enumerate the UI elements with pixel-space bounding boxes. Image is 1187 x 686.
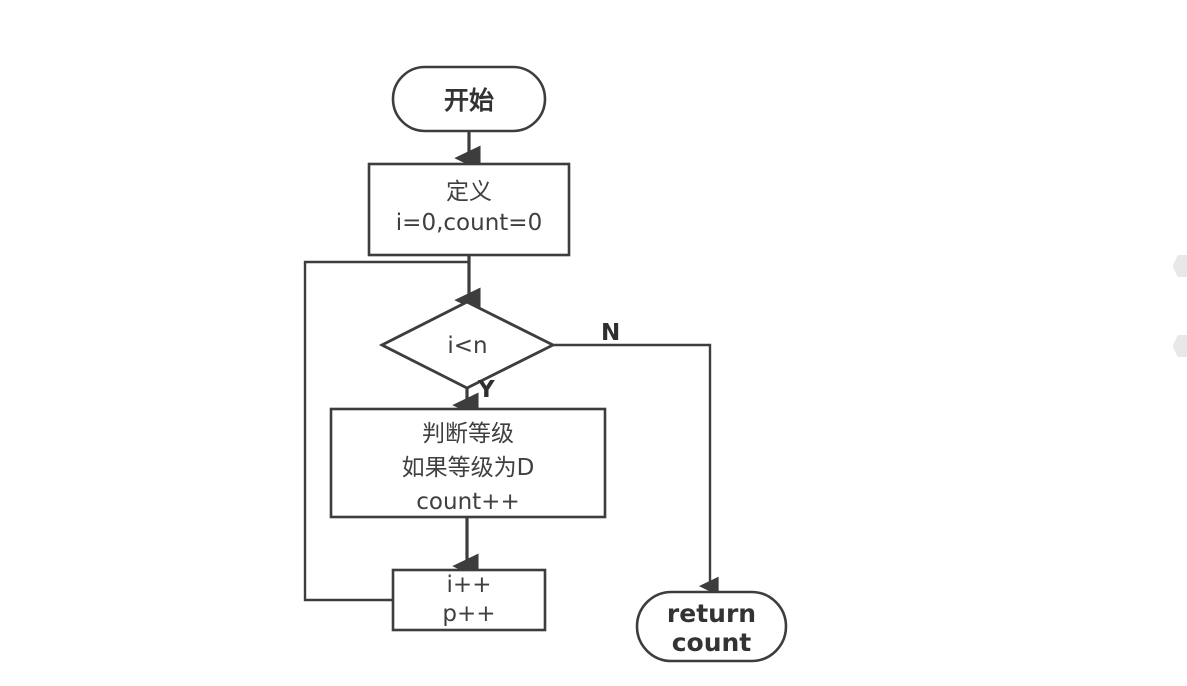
edge-increment-loopback bbox=[303, 260, 469, 602]
node-condition-shape[interactable] bbox=[378, 300, 557, 390]
node-increment-shape[interactable] bbox=[391, 568, 547, 632]
node-return-shape[interactable] bbox=[635, 590, 788, 663]
node-process-shape[interactable] bbox=[329, 407, 607, 519]
node-define-shape[interactable] bbox=[367, 162, 571, 257]
node-start-shape[interactable] bbox=[391, 65, 547, 133]
edge-condition-no-to-return bbox=[553, 343, 719, 596]
